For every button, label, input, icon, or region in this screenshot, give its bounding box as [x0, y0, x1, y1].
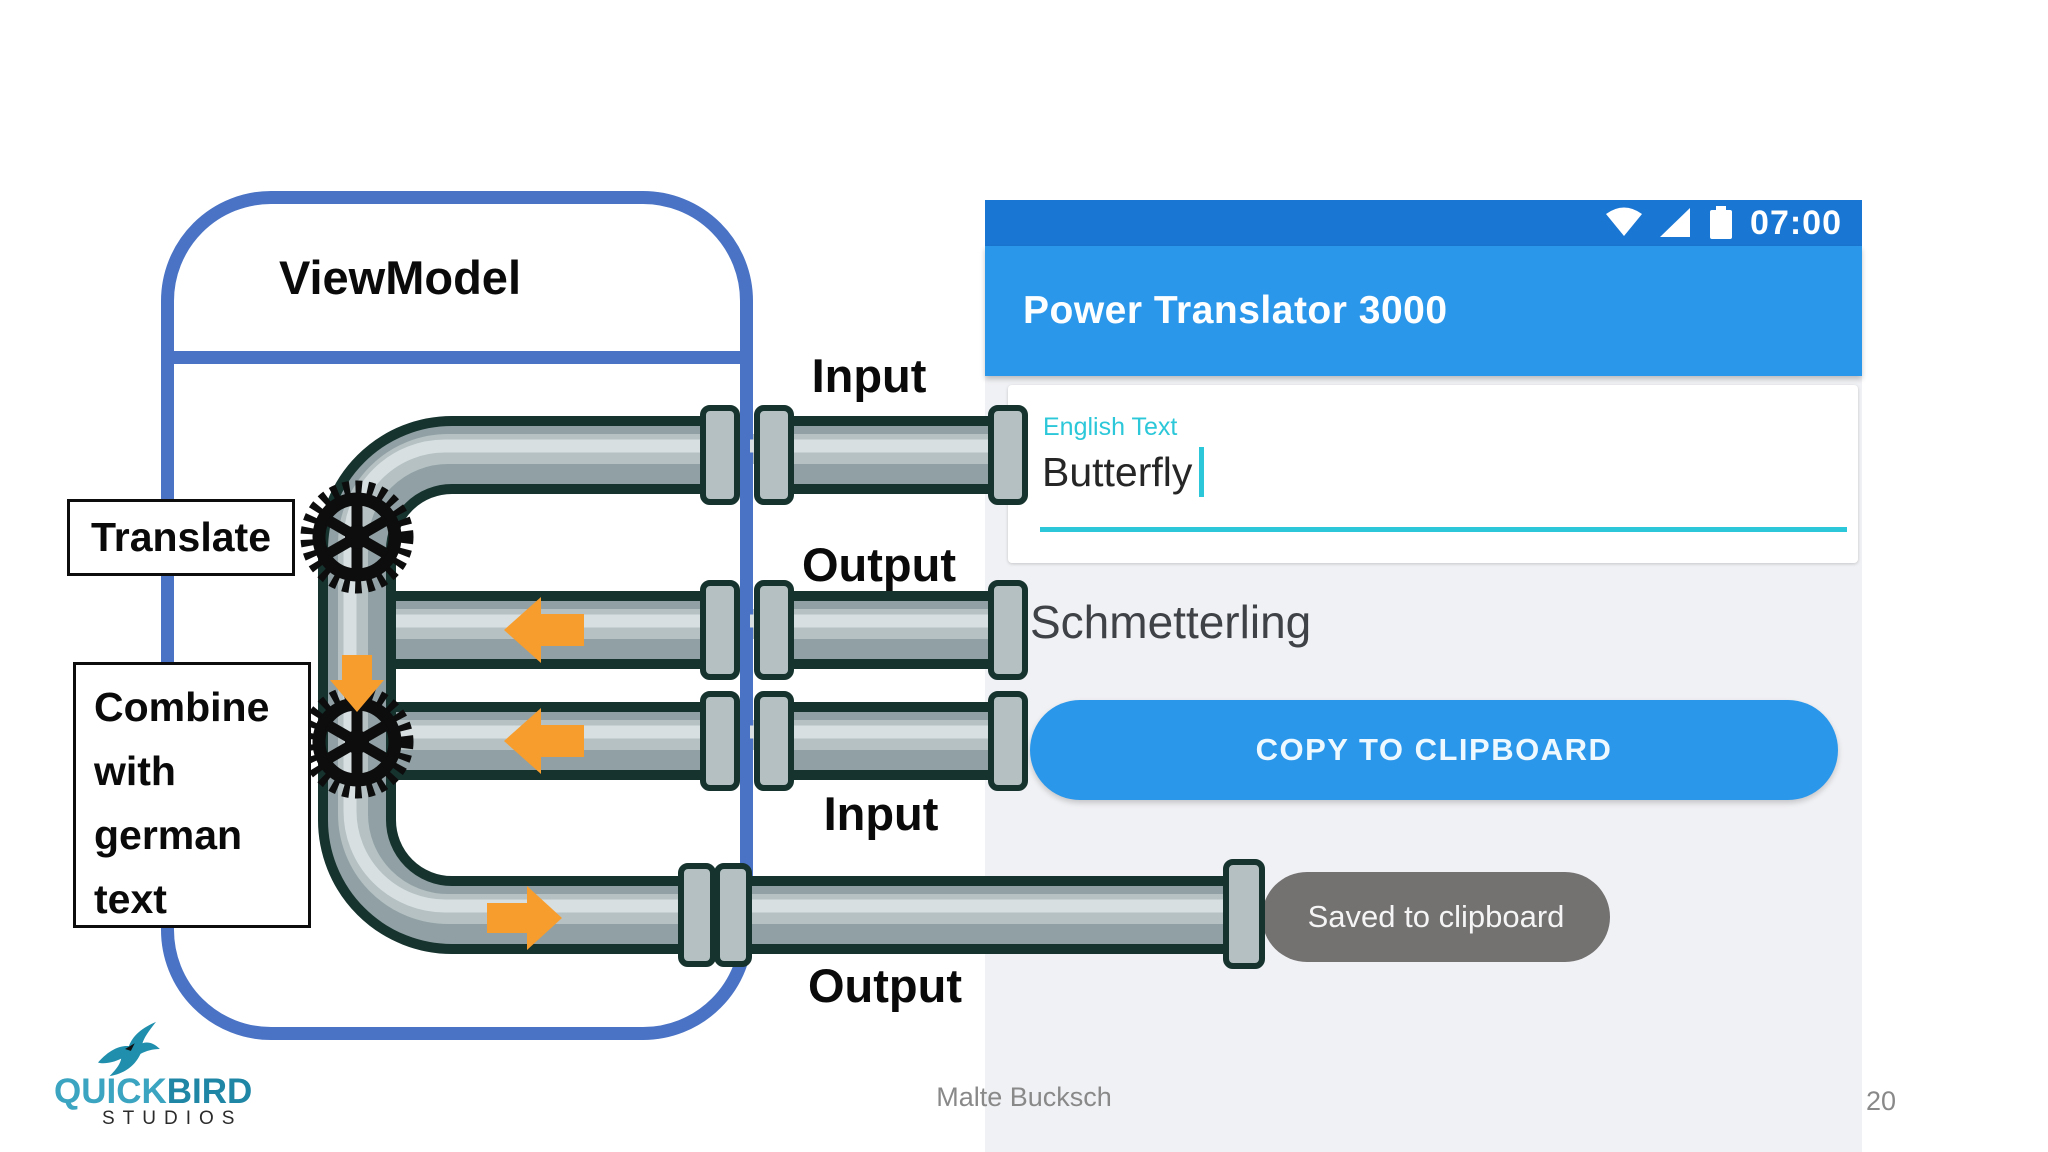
footer-author: Malte Bucksch	[936, 1082, 1112, 1112]
app-bar: Power Translator 3000	[985, 246, 1862, 376]
flow-label-input-top: Input	[811, 349, 927, 402]
flow-label-output-mid: Output	[802, 538, 956, 591]
logo-brand: QUICKBIRD	[54, 1072, 252, 1112]
toast-snackbar: Saved to clipboard	[1262, 872, 1610, 962]
input-underline	[1040, 527, 1847, 532]
logo-bird-text: BIRD	[166, 1072, 253, 1111]
app-title: Power Translator 3000	[1023, 289, 1448, 332]
wifi-icon	[1606, 207, 1643, 236]
translate-label: Translate	[67, 499, 295, 576]
status-bar: 07:00	[985, 200, 1862, 246]
copy-to-clipboard-button[interactable]: COPY TO CLIPBOARD	[1030, 700, 1838, 800]
battery-icon	[1710, 206, 1733, 239]
input-value: Butterfly	[1042, 448, 1193, 495]
logo-studios: STUDIOS	[102, 1108, 243, 1129]
input-card: English Text Butterfly	[1008, 385, 1858, 563]
english-text-input[interactable]: Butterfly	[1042, 447, 1205, 497]
bird-icon	[98, 1021, 160, 1077]
field-label: English Text	[1043, 413, 1178, 441]
status-time: 07:00	[1750, 203, 1842, 242]
footer-page-number: 20	[1865, 1086, 1896, 1116]
pipe-stub-output-mid	[750, 621, 1008, 630]
phone-mockup: 07:00 Power Translator 3000 English Text…	[985, 200, 1862, 1152]
pipe-stub-input-mid	[750, 732, 1008, 741]
quickbird-logo: QUICKBIRD STUDIOS	[40, 1016, 300, 1146]
text-cursor-icon	[1199, 447, 1205, 497]
logo-quick-text: QUICK	[54, 1072, 167, 1111]
cellular-signal-icon	[1660, 208, 1691, 237]
flow-label-output-bottom: Output	[808, 959, 962, 1012]
flow-label-input-mid: Input	[823, 787, 939, 840]
combine-label: Combine with german text	[73, 662, 311, 928]
translation-text: Schmetterling	[1030, 596, 1312, 648]
viewmodel-divider	[161, 351, 753, 364]
viewmodel-title: ViewModel	[278, 251, 522, 304]
pipe-stub-input-top	[750, 446, 1008, 455]
